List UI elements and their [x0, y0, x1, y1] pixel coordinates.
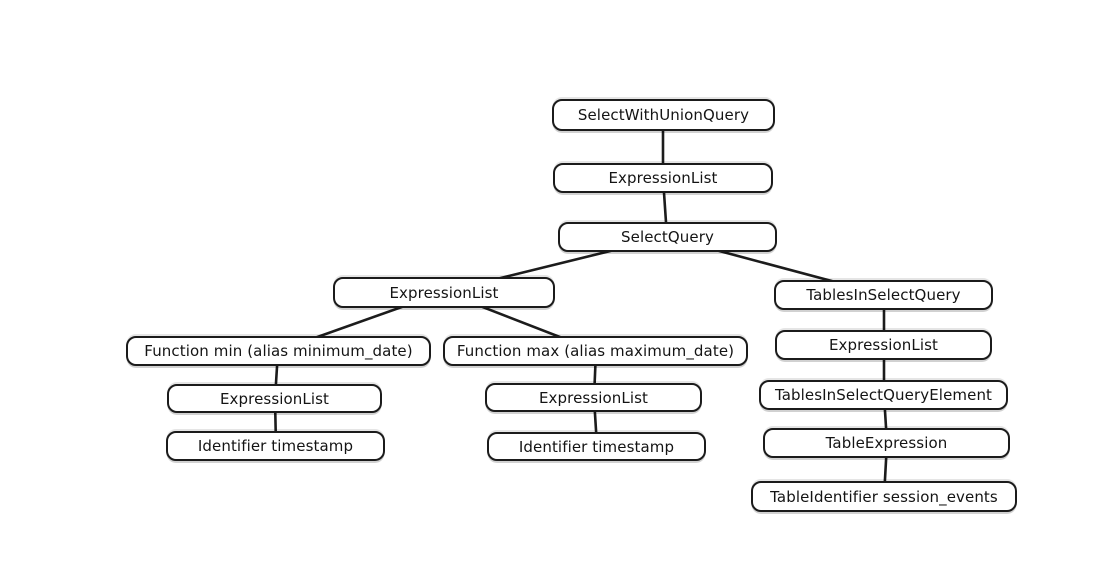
node-select-with-union-query: SelectWithUnionQuery — [552, 99, 775, 131]
node-tables-in-select-query-element: TablesInSelectQueryElement — [759, 380, 1008, 410]
node-expression-list-max: ExpressionList — [485, 383, 702, 412]
node-expression-list-select: ExpressionList — [333, 277, 555, 308]
node-function-min: Function min (alias minimum_date) — [126, 336, 431, 366]
node-select-query: SelectQuery — [558, 222, 777, 252]
node-tables-in-select-query: TablesInSelectQuery — [774, 280, 993, 310]
node-identifier-timestamp-min: Identifier timestamp — [166, 431, 385, 461]
node-table-identifier-session-events: TableIdentifier session_events — [751, 481, 1017, 512]
node-function-max: Function max (alias maximum_date) — [443, 336, 748, 366]
node-expression-list-min: ExpressionList — [167, 384, 382, 413]
node-identifier-timestamp-max: Identifier timestamp — [487, 432, 706, 461]
node-expression-list-tables: ExpressionList — [775, 330, 992, 360]
node-expression-list-root: ExpressionList — [553, 163, 773, 193]
node-table-expression: TableExpression — [763, 428, 1010, 458]
